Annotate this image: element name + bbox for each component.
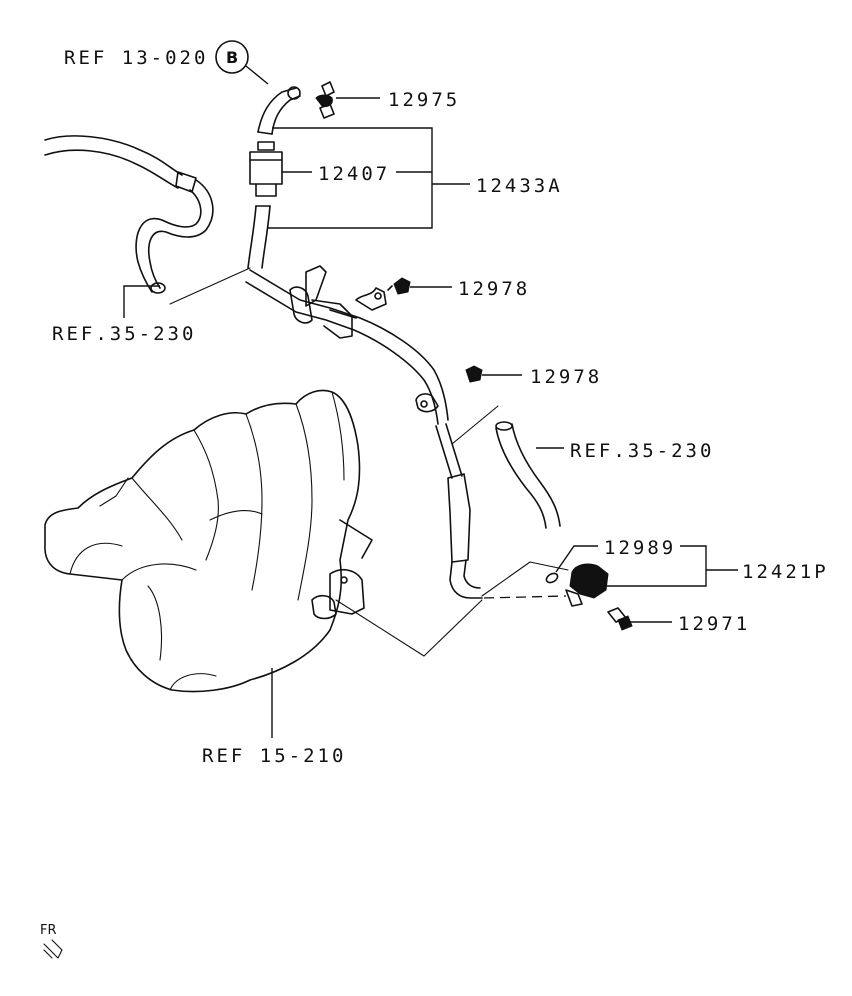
vapor-pipe-main <box>245 265 483 599</box>
front-direction-marker: FR <box>40 923 63 959</box>
hose-joint-leader <box>169 267 251 305</box>
label-part-12421P: 12421P <box>742 561 829 583</box>
label-ref-35-230-left: REF.35-230 <box>52 323 196 345</box>
label-part-12433A: 12433A <box>476 175 563 197</box>
label-part-12989: 12989 <box>604 537 676 559</box>
leader-lines <box>123 40 738 738</box>
label-ref-13-020-circle: B <box>226 48 238 67</box>
left-vapor-hose <box>44 135 214 294</box>
right-vapor-hose <box>495 421 561 529</box>
dashed-connection-upper <box>481 561 569 597</box>
clip-12975 <box>315 81 335 119</box>
front-arrow-icon <box>43 939 63 959</box>
label-ref-35-230-right: REF.35-230 <box>570 440 714 462</box>
label-part-12971: 12971 <box>678 613 750 635</box>
label-part-12978-upper: 12978 <box>458 278 530 300</box>
fuel-filter-assembly <box>247 86 301 269</box>
label-part-12978-lower: 12978 <box>530 366 602 388</box>
bolt-12971 <box>607 607 633 631</box>
intake-manifold <box>44 389 373 693</box>
manifold-joint-leader <box>335 599 483 657</box>
ref-13-020-circle <box>215 40 249 74</box>
label-ref-13-020: REF 13-020 <box>64 47 208 69</box>
bolt-12978-lower <box>465 365 483 383</box>
bolt-12978-upper <box>387 277 411 295</box>
right-hose-leader <box>451 405 499 445</box>
valve-12421P <box>565 563 609 607</box>
label-ref-15-210: REF 15-210 <box>202 745 346 767</box>
label-part-12975: 12975 <box>388 89 460 111</box>
dashed-connection <box>483 595 567 599</box>
label-part-12407: 12407 <box>318 163 390 185</box>
washer-12989 <box>545 572 559 584</box>
front-marker-label: FR <box>40 923 57 938</box>
